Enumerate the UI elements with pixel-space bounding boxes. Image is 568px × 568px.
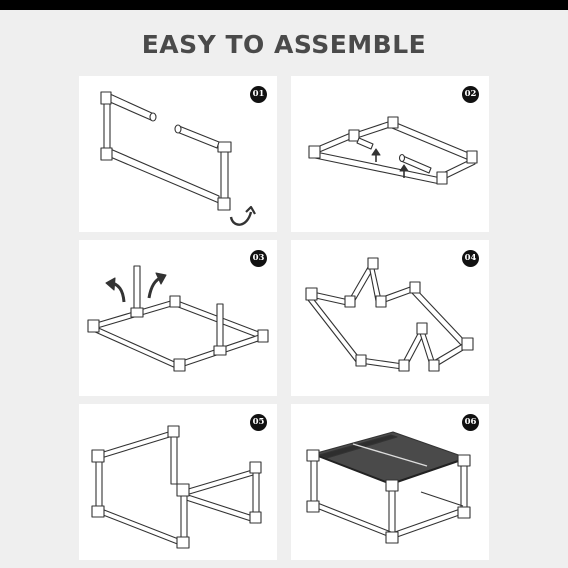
top-bar [0,0,568,10]
step-panel-03: 03 [79,240,277,396]
step-badge-02: 02 [462,86,479,103]
step-badge-05: 05 [250,414,267,431]
assembled-frame-icon [91,425,262,549]
unfolded-frame-icon [305,257,474,372]
step-panel-05: 05 [79,404,277,560]
step-panel-01: 01 [79,76,277,232]
step-panel-04: 04 [291,240,489,396]
shoe-rack-with-cover-icon [306,431,471,544]
page-title: EASY TO ASSEMBLE [141,30,427,59]
rotate-uprights-icon [87,265,269,372]
frame-side-insert-rods-icon [100,91,256,226]
step-panel-02: 02 [291,76,489,232]
step-panel-06: 06 [291,404,489,560]
step-badge-04: 04 [462,250,479,267]
step-badge-01: 01 [250,86,267,103]
step-badge-06: 06 [462,414,479,431]
frame-insert-uprights-icon [308,116,478,185]
step-badge-03: 03 [250,250,267,267]
